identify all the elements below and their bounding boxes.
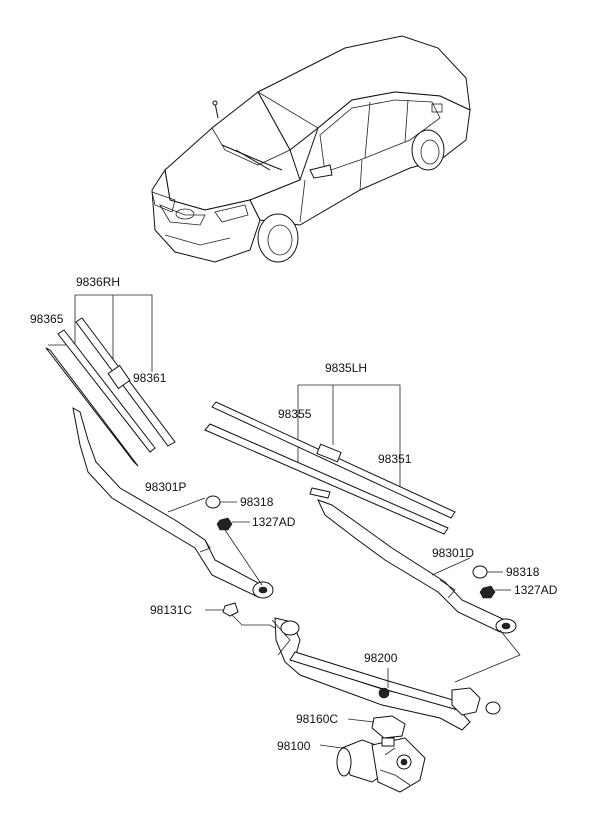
label-motor: 98100	[277, 739, 311, 753]
pivot-cap-part	[222, 602, 239, 617]
label-blade-rh-refill: 98365	[30, 312, 64, 326]
cap-right	[472, 565, 488, 579]
label-pivot-cap: 98131C	[150, 603, 192, 617]
label-cap-left: 98318	[240, 495, 274, 509]
car-illustration	[151, 35, 471, 263]
bracket-part	[371, 715, 406, 739]
rh-blade-group	[45, 294, 176, 467]
label-assy-rh: 9836RH	[76, 275, 120, 289]
label-arm-passenger: 98301P	[145, 480, 186, 494]
lh-blade-group	[204, 384, 456, 535]
driver-arm	[317, 499, 517, 634]
label-blade-lh: 98351	[378, 452, 412, 466]
linkage	[271, 617, 521, 731]
label-nut-left: 1327AD	[252, 515, 296, 529]
rh-blade	[57, 329, 156, 453]
nut-right	[479, 585, 496, 599]
label-cap-right: 98318	[506, 565, 540, 579]
label-assy-lh: 9835LH	[325, 361, 367, 375]
label-blade-lh-refill: 98355	[278, 407, 312, 421]
cap-left	[205, 495, 221, 509]
part-labels: 9836RH 98365 98361 9835LH 98355 98351 98…	[30, 275, 558, 753]
rh-refill-strip	[45, 347, 139, 467]
label-blade-rh: 98361	[133, 371, 167, 385]
label-bracket: 98160C	[296, 712, 338, 726]
nut-left	[216, 517, 233, 531]
small-parts	[205, 495, 511, 629]
wiper-motor	[319, 737, 426, 793]
label-nut-right: 1327AD	[514, 583, 558, 597]
label-arm-driver: 98301D	[432, 546, 474, 560]
label-linkage: 98200	[364, 651, 398, 665]
